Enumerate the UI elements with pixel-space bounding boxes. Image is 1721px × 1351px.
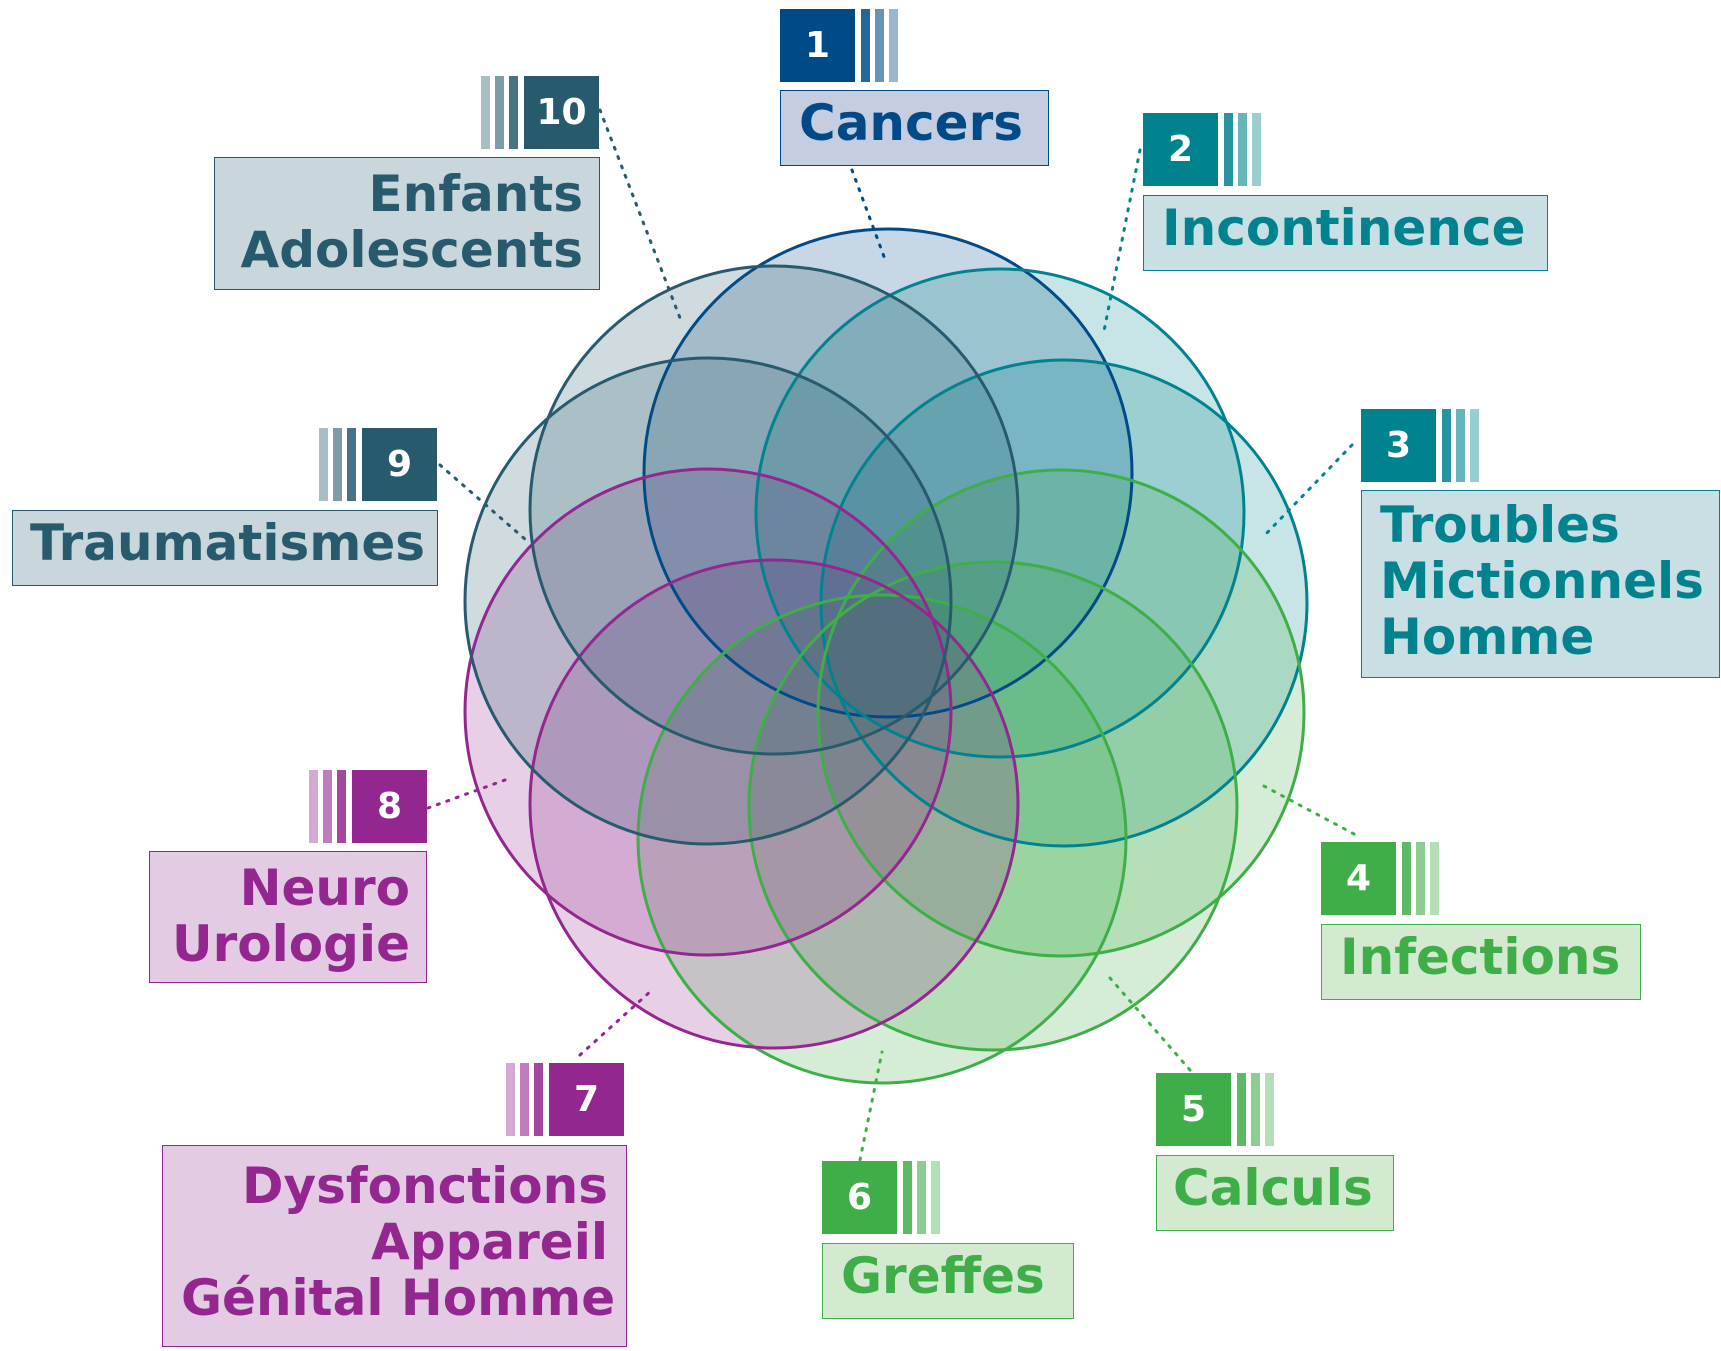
- category-10-tag: 10: [481, 76, 599, 149]
- category-2-label: Incontinence: [1143, 195, 1548, 271]
- circle-1-outline: [642, 227, 1134, 719]
- category-10-stripe: [481, 76, 490, 149]
- leader-lines: [426, 108, 1356, 1162]
- category-2-stripe: [1224, 113, 1233, 186]
- circle-2-outline: [754, 267, 1246, 759]
- category-6-stripe: [917, 1161, 926, 1234]
- leader-line-8: [426, 778, 507, 810]
- circle-5-fill: [749, 562, 1237, 1050]
- category-10-label: Enfants Adolescents: [214, 157, 600, 290]
- circle-10-fill: [530, 266, 1018, 754]
- category-1-stripe: [861, 9, 870, 82]
- category-8-number: 8: [352, 770, 427, 843]
- circle-3-fill: [821, 360, 1307, 846]
- circle-5-outline: [747, 560, 1239, 1052]
- category-6-stripe: [931, 1161, 940, 1234]
- circle-9-fill: [465, 358, 951, 844]
- circle-9-outline: [463, 356, 953, 846]
- circle-7-outline: [528, 558, 1020, 1050]
- category-7-tag: 7: [506, 1063, 624, 1136]
- category-2-number: 2: [1143, 113, 1218, 186]
- leader-line-6: [858, 1050, 884, 1162]
- category-7-stripe: [520, 1063, 529, 1136]
- leader-line-10: [598, 108, 682, 320]
- leader-line-5: [1108, 976, 1192, 1072]
- category-3-tag: 3: [1361, 409, 1484, 482]
- leader-line-1: [850, 168, 888, 264]
- category-1-tag: 1: [780, 9, 903, 82]
- category-3-stripe: [1456, 409, 1465, 482]
- category-6-tag: 6: [822, 1161, 945, 1234]
- circle-4-outline: [816, 468, 1306, 958]
- category-6-stripe: [903, 1161, 912, 1234]
- category-5-stripe: [1265, 1073, 1274, 1146]
- category-5-stripe: [1237, 1073, 1246, 1146]
- category-10-number: 10: [524, 76, 599, 149]
- category-10-stripe: [495, 76, 504, 149]
- category-3-number: 3: [1361, 409, 1436, 482]
- category-3-stripe: [1442, 409, 1451, 482]
- category-4-tag: 4: [1321, 842, 1444, 915]
- category-8-label: Neuro Urologie: [149, 851, 427, 983]
- category-3-label: Troubles Mictionnels Homme: [1361, 490, 1720, 678]
- category-5-number: 5: [1156, 1073, 1231, 1146]
- leader-line-4: [1260, 783, 1356, 836]
- circle-1-fill: [644, 229, 1132, 717]
- category-1-stripe: [875, 9, 884, 82]
- category-4-stripe: [1430, 842, 1439, 915]
- category-2-stripe: [1238, 113, 1247, 186]
- category-8-stripe: [337, 770, 346, 843]
- category-9-stripe: [333, 428, 342, 501]
- category-2-tag: 2: [1143, 113, 1266, 186]
- circle-outlines: [463, 227, 1309, 1085]
- circle-6-outline: [636, 593, 1128, 1085]
- circle-6-fill: [638, 595, 1126, 1083]
- category-6-number: 6: [822, 1161, 897, 1234]
- circle-7-fill: [530, 560, 1018, 1048]
- category-9-number: 9: [362, 428, 437, 501]
- category-8-stripe: [323, 770, 332, 843]
- category-5-stripe: [1251, 1073, 1260, 1146]
- category-7-stripe: [506, 1063, 515, 1136]
- leader-line-9: [438, 463, 528, 542]
- leader-line-7: [578, 988, 654, 1057]
- category-4-label: Infections: [1321, 924, 1641, 1000]
- circle-4-fill: [818, 470, 1304, 956]
- category-1-label: Cancers: [780, 90, 1049, 166]
- category-4-number: 4: [1321, 842, 1396, 915]
- category-8-tag: 8: [309, 770, 427, 843]
- category-3-stripe: [1470, 409, 1479, 482]
- category-1-number: 1: [780, 9, 855, 82]
- category-9-stripe: [319, 428, 328, 501]
- category-5-label: Calculs: [1156, 1155, 1394, 1231]
- category-7-number: 7: [549, 1063, 624, 1136]
- category-4-stripe: [1402, 842, 1411, 915]
- circle-fills: [465, 229, 1307, 1083]
- leader-line-3: [1260, 443, 1354, 540]
- category-7-stripe: [534, 1063, 543, 1136]
- category-9-tag: 9: [319, 428, 437, 501]
- category-2-stripe: [1252, 113, 1261, 186]
- circle-10-outline: [528, 264, 1020, 756]
- category-4-stripe: [1416, 842, 1425, 915]
- category-8-stripe: [309, 770, 318, 843]
- circle-2-fill: [756, 269, 1244, 757]
- category-1-stripe: [889, 9, 898, 82]
- circle-8-fill: [465, 469, 951, 955]
- category-9-label: Traumatismes: [12, 510, 438, 586]
- category-6-label: Greffes: [822, 1243, 1074, 1319]
- category-7-label: Dysfonctions Appareil Génital Homme: [162, 1145, 627, 1347]
- leader-line-2: [1101, 148, 1142, 338]
- category-5-tag: 5: [1156, 1073, 1279, 1146]
- category-10-stripe: [509, 76, 518, 149]
- category-9-stripe: [347, 428, 356, 501]
- circle-8-outline: [463, 467, 953, 957]
